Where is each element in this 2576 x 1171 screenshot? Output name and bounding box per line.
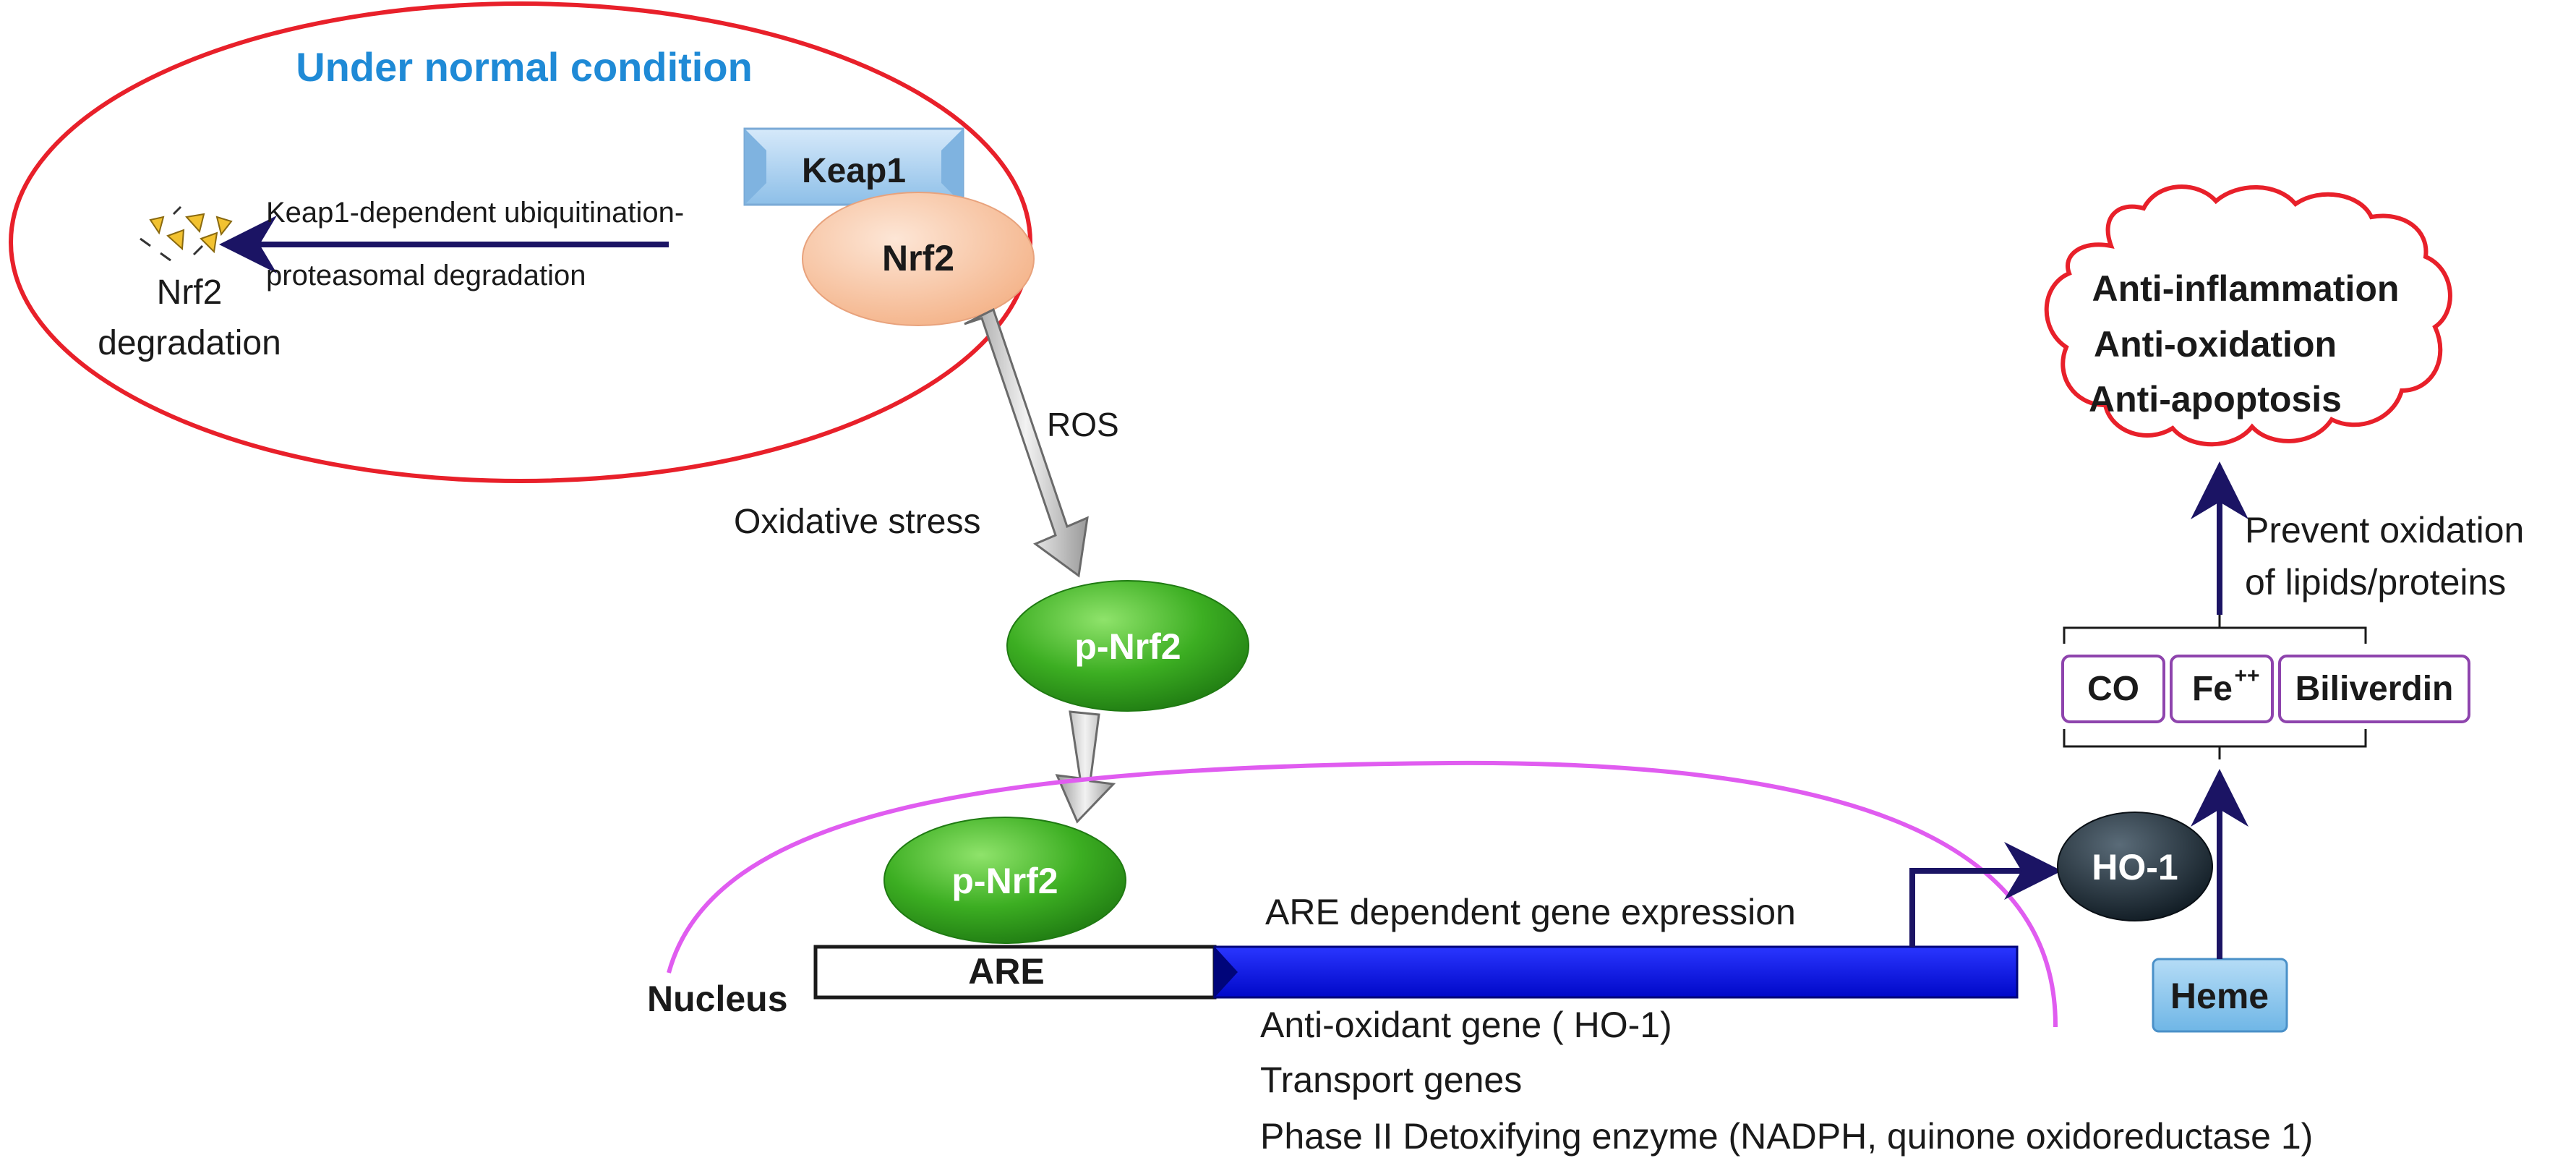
nrf2-degradation-line1: Nrf2	[157, 273, 223, 312]
p-nrf2-label: p-Nrf2	[1074, 626, 1181, 667]
gene-item: Anti-oxidant gene ( HO-1)	[1260, 1005, 1672, 1045]
nucleus-label: Nucleus	[647, 979, 788, 1019]
are-expression-label: ARE dependent gene expression	[1265, 892, 1796, 932]
degradation-label-line1: Keap1-dependent ubiquitination-	[266, 197, 684, 229]
heme-label: Heme	[2170, 976, 2269, 1016]
are-label: ARE	[968, 951, 1045, 992]
ho1-node: HO-1	[2057, 812, 2213, 921]
normal-condition-title: Under normal condition	[296, 44, 753, 90]
p-nrf2-nucleus-node: p-Nrf2	[883, 817, 1126, 944]
oxidative-stress-label: Oxidative stress	[734, 503, 980, 541]
keap1-label: Keap1	[802, 152, 906, 190]
gene-bar	[1213, 945, 2019, 999]
nrf2-node: Nrf2	[802, 192, 1035, 326]
products-bottom-bracket	[2063, 729, 2367, 759]
product-co-label: CO	[2087, 670, 2139, 708]
nrf2-label: Nrf2	[882, 238, 954, 278]
heme-box: Heme	[2152, 958, 2288, 1033]
degradation-label-line2: proteasomal degradation	[266, 260, 586, 291]
gene-item: Phase II Detoxifying enzyme (NADPH, quin…	[1260, 1116, 2313, 1157]
product-box-fe: Fe ++	[2170, 655, 2274, 723]
product-box-biliverdin: Biliverdin	[2278, 655, 2470, 723]
prevent-oxidation-line1: Prevent oxidation	[2245, 510, 2524, 550]
p-nrf2-nucleus-label: p-Nrf2	[951, 861, 1058, 901]
product-fe-superscript: ++	[2234, 664, 2259, 688]
ros-activation-arrow	[964, 307, 1089, 578]
are-box	[813, 945, 1217, 1000]
transcription-arrow	[1909, 842, 2062, 947]
nuclear-translocation-arrow	[1055, 710, 1116, 824]
ros-label: ROS	[1047, 406, 1119, 443]
nrf2-degradation-line2: degradation	[98, 324, 281, 362]
products-top-bracket	[2063, 615, 2367, 644]
outcomes-cloud	[2044, 184, 2452, 447]
prevent-oxidation-line2: of lipids/proteins	[2245, 562, 2506, 602]
product-biliverdin-label: Biliverdin	[2295, 670, 2454, 708]
outcome-item: Anti-inflammation	[2092, 268, 2400, 309]
degraded-fragments-icon	[140, 205, 233, 262]
product-fe-label: Fe	[2192, 670, 2233, 708]
gene-item: Transport genes	[1260, 1060, 1522, 1100]
p-nrf2-node: p-Nrf2	[1006, 580, 1249, 712]
outcome-item: Anti-apoptosis	[2089, 379, 2342, 420]
outcome-item: Anti-oxidation	[2094, 324, 2337, 365]
ho1-label: HO-1	[2092, 847, 2178, 887]
product-box-co: CO	[2061, 655, 2165, 723]
